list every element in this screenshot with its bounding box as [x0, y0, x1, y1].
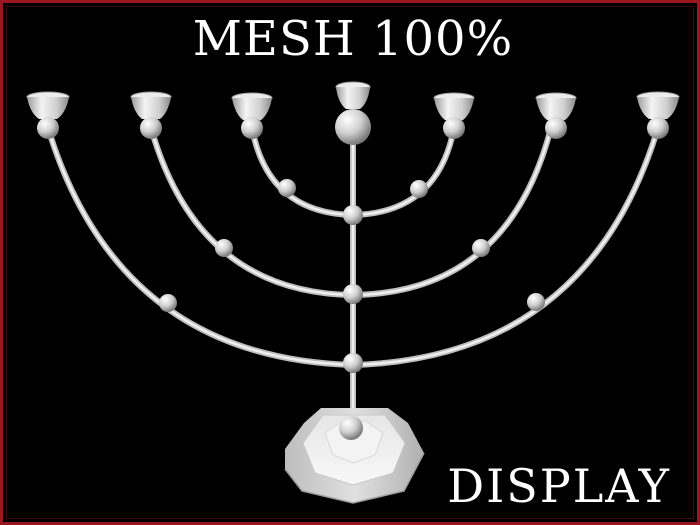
display-label: DISPLAY [447, 459, 671, 513]
menorah-arms [45, 120, 661, 421]
page-title: MESH 100% [192, 11, 514, 67]
menorah-base [284, 408, 425, 504]
menorah-render [26, 81, 680, 504]
arm-knobs [159, 179, 545, 373]
candle-cups [26, 81, 680, 145]
